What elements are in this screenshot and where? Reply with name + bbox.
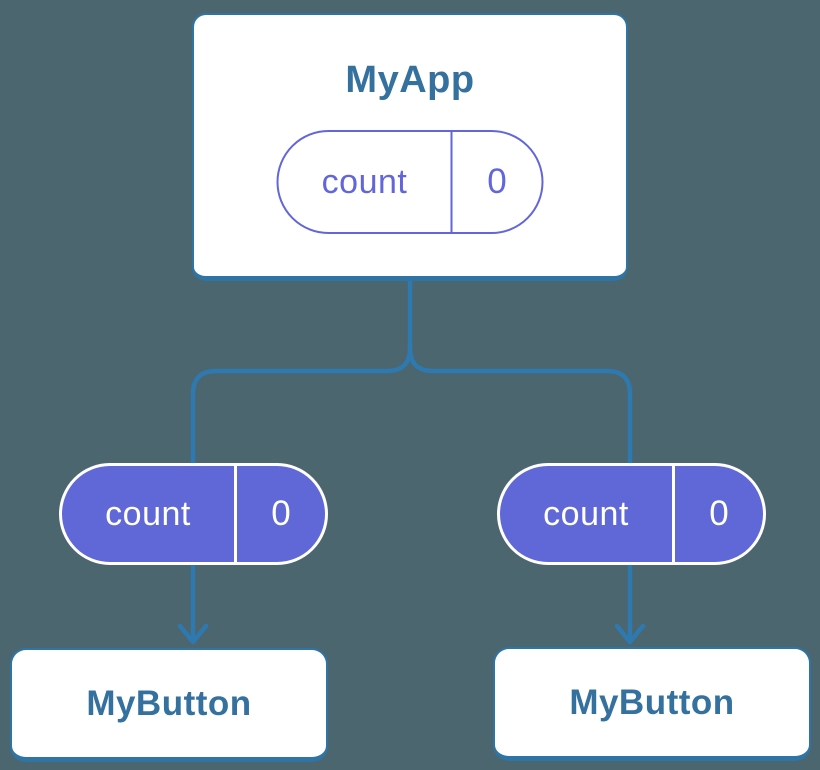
node-myapp-card: MyApp count 0 bbox=[192, 13, 628, 281]
arrow-down-icon bbox=[614, 623, 646, 645]
node-myapp-title: MyApp bbox=[345, 59, 475, 101]
edge-to-left-child bbox=[190, 345, 413, 640]
edge-to-right-child bbox=[407, 345, 633, 640]
node-mybutton-left-card: MyButton bbox=[10, 648, 328, 762]
prop-pill-value: 0 bbox=[234, 466, 325, 562]
prop-pill-label: count bbox=[543, 494, 629, 533]
node-mybutton-right-title: MyButton bbox=[569, 682, 735, 722]
prop-pill-value: 0 bbox=[672, 466, 763, 562]
state-pill-label: count bbox=[321, 162, 408, 201]
state-pill-value: 0 bbox=[450, 132, 542, 232]
arrow-down-icon bbox=[177, 623, 209, 645]
node-mybutton-right-card: MyButton bbox=[493, 647, 811, 761]
prop-pill-left: count 0 bbox=[59, 463, 328, 565]
prop-pill-right: count 0 bbox=[497, 463, 766, 565]
state-pill-myapp: count 0 bbox=[276, 130, 544, 234]
prop-pill-label: count bbox=[105, 494, 191, 533]
node-mybutton-left-title: MyButton bbox=[86, 683, 252, 723]
